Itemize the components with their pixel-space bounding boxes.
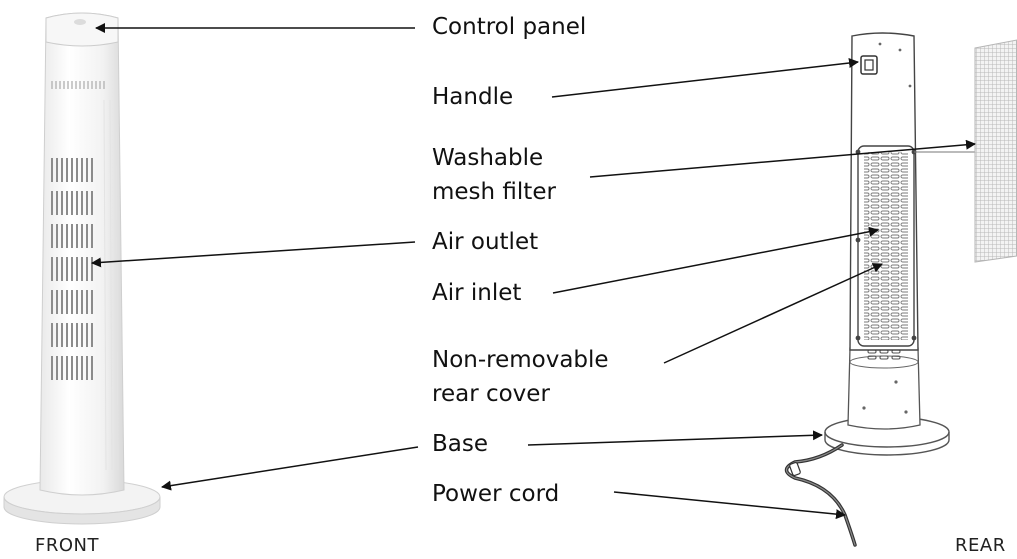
front-fan bbox=[3, 12, 161, 525]
caption-rear: REAR bbox=[955, 535, 1006, 556]
arrow-power-cord bbox=[613, 491, 846, 520]
front-outlet-grille bbox=[51, 158, 93, 380]
arrow-handle bbox=[551, 58, 859, 98]
arrow-washable-filter bbox=[589, 139, 976, 178]
rear-handle bbox=[860, 55, 878, 75]
arrow-base-rear bbox=[527, 430, 823, 446]
caption-front: FRONT bbox=[35, 535, 99, 556]
label-washable-line2: mesh filter bbox=[432, 179, 556, 205]
rear-lower-housing bbox=[847, 347, 921, 430]
label-control-panel: Control panel bbox=[432, 14, 587, 40]
arrow-base-front bbox=[161, 446, 419, 491]
arrow-air-inlet-upper bbox=[552, 226, 879, 294]
label-air-inlet: Air inlet bbox=[432, 280, 522, 306]
arrow-rear-cover bbox=[663, 263, 883, 364]
label-cover-line1: Non-removable bbox=[432, 347, 609, 373]
leader-arrows bbox=[91, 23, 976, 520]
arrow-air-outlet bbox=[91, 241, 416, 268]
rear-filter-frame bbox=[857, 145, 915, 347]
rear-inlet-grille bbox=[864, 152, 908, 340]
front-control-cap bbox=[45, 12, 119, 47]
rear-fan bbox=[784, 32, 975, 547]
label-air-outlet: Air outlet bbox=[432, 229, 539, 255]
label-washable-line1: Washable bbox=[432, 145, 544, 171]
label-handle: Handle bbox=[432, 84, 514, 110]
label-cover-line2: rear cover bbox=[432, 381, 550, 407]
detached-mesh-filter bbox=[974, 39, 1017, 263]
rear-power-cord bbox=[784, 443, 857, 547]
front-top-vent bbox=[51, 81, 105, 89]
label-power-cord: Power cord bbox=[432, 481, 560, 507]
label-base: Base bbox=[432, 431, 489, 457]
